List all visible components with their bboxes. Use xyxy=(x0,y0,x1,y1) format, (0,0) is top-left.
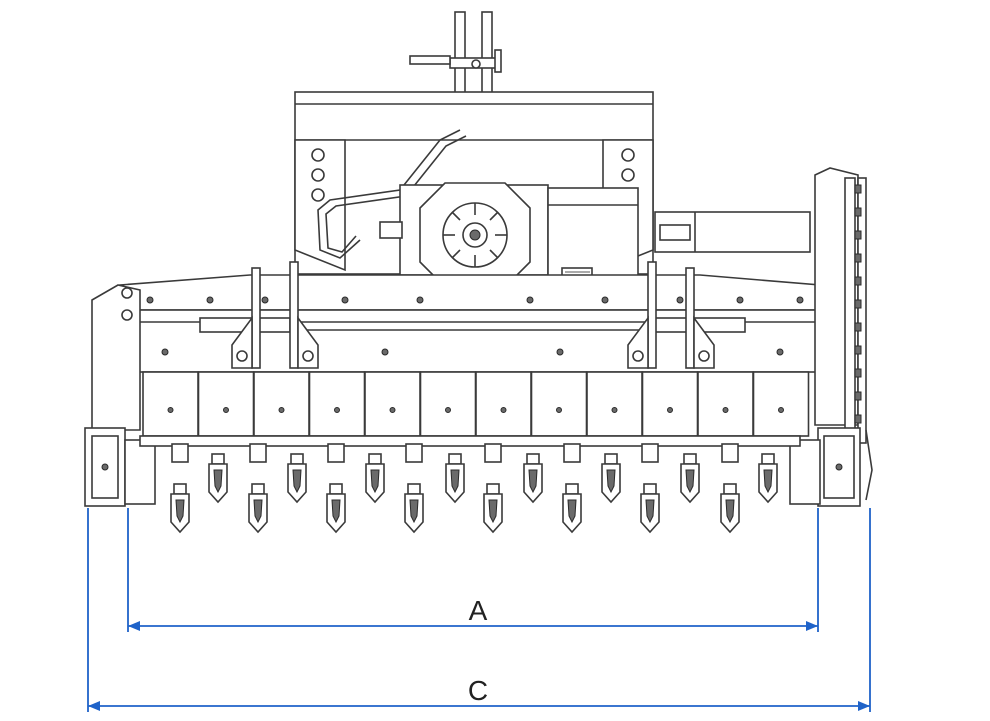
tine xyxy=(445,453,465,504)
bolt xyxy=(854,230,862,240)
block-bolt xyxy=(556,407,562,413)
tine-hub xyxy=(171,443,189,463)
tine xyxy=(680,453,700,504)
housing-block xyxy=(308,371,366,437)
dimension-a: A xyxy=(127,508,819,632)
tine xyxy=(287,453,307,504)
tine xyxy=(720,483,740,534)
block-bolt xyxy=(223,407,229,413)
tine xyxy=(523,453,543,504)
dimension-c: C xyxy=(87,508,871,712)
right-side-plate xyxy=(789,167,873,507)
bolt xyxy=(146,296,154,304)
rotor-shaft xyxy=(139,435,801,447)
block-bolt xyxy=(278,407,285,413)
main-frame xyxy=(119,261,821,373)
bolt xyxy=(736,296,744,304)
tine-hub xyxy=(563,443,581,463)
block-bolt xyxy=(445,407,451,413)
tine xyxy=(601,453,621,504)
bolt xyxy=(854,345,862,355)
bolt xyxy=(416,296,424,304)
bolt xyxy=(796,296,804,304)
tine xyxy=(208,453,228,504)
tine-hub xyxy=(405,443,423,463)
housing-block xyxy=(697,371,754,437)
block-bolt xyxy=(167,407,174,413)
bolt xyxy=(854,184,862,194)
tine xyxy=(640,483,660,534)
tine-hub xyxy=(641,443,659,463)
dimension-c-label: C xyxy=(468,675,488,706)
bolt xyxy=(776,348,784,356)
bolt xyxy=(526,296,534,304)
block-bolt xyxy=(667,407,673,413)
bolt xyxy=(206,296,214,304)
side-plate-bolts xyxy=(854,184,862,424)
housing-block xyxy=(197,371,255,437)
bolt xyxy=(854,391,862,401)
tine xyxy=(365,453,385,504)
block-bolt xyxy=(722,407,729,413)
tine xyxy=(248,483,268,534)
bolt xyxy=(854,276,862,286)
housing-block xyxy=(364,371,421,437)
block-bolt xyxy=(389,407,396,413)
bolt xyxy=(854,368,862,378)
tine xyxy=(758,453,778,504)
housing-block xyxy=(530,371,588,437)
rotor-tines xyxy=(170,443,778,534)
tine xyxy=(404,483,424,534)
left-side-plate xyxy=(84,284,156,507)
housing-block xyxy=(752,371,810,437)
tine-hub xyxy=(249,443,267,463)
side-cylinder xyxy=(654,211,811,253)
bolt xyxy=(161,348,169,356)
frame-bolts xyxy=(146,296,804,356)
housing-block xyxy=(142,371,199,437)
rotor-housing-blocks xyxy=(142,371,810,437)
tine-hub xyxy=(721,443,739,463)
bolt xyxy=(381,348,389,356)
tine xyxy=(483,483,503,534)
bolt xyxy=(854,253,862,263)
bolt xyxy=(341,296,349,304)
tine-hub xyxy=(484,443,502,463)
block-bolt xyxy=(334,407,340,413)
tine xyxy=(562,483,582,534)
bolt xyxy=(854,207,862,217)
bolt xyxy=(556,348,564,356)
tine-hub xyxy=(327,443,345,463)
bolt xyxy=(854,414,862,424)
bolt xyxy=(676,296,684,304)
tine xyxy=(170,483,190,534)
housing-block xyxy=(253,371,310,437)
bolt xyxy=(261,296,269,304)
block-bolt xyxy=(611,407,618,413)
bolt xyxy=(601,296,609,304)
housing-block xyxy=(475,371,532,437)
block-bolt xyxy=(500,407,507,413)
block-bolt xyxy=(778,407,784,413)
housing-block xyxy=(641,371,699,437)
tine xyxy=(326,483,346,534)
dimension-a-label: A xyxy=(469,595,488,626)
housing-block xyxy=(419,371,477,437)
housing-block xyxy=(586,371,643,437)
bolt xyxy=(854,322,862,332)
bolt xyxy=(854,299,862,309)
